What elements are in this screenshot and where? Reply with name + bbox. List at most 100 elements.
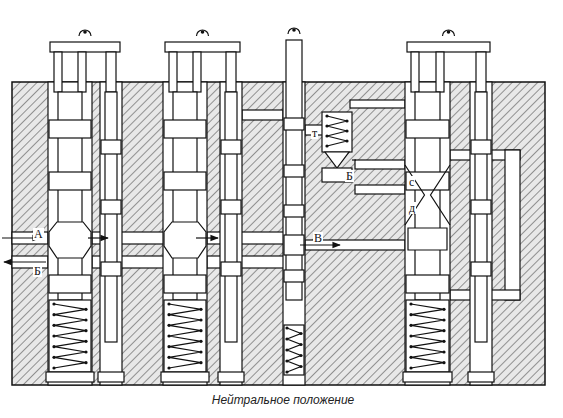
- plunger-rod: [225, 92, 237, 342]
- coil-dot: [167, 356, 170, 359]
- end-cap: [468, 372, 494, 382]
- coil-dot: [442, 361, 445, 364]
- coil-dot: [167, 324, 170, 327]
- spool-land: [406, 120, 449, 138]
- coil-dot: [167, 345, 170, 348]
- frame-post: [193, 52, 201, 92]
- coil-dot: [442, 340, 445, 343]
- spool-land: [284, 165, 304, 177]
- spool-bore: [405, 82, 450, 385]
- spool-bore: [163, 82, 207, 385]
- spool-collar: [164, 222, 206, 258]
- end-cap: [403, 372, 452, 382]
- end-cap: [98, 372, 124, 382]
- top-frame: [165, 42, 240, 52]
- plunger-land: [471, 262, 491, 276]
- top-frame: [407, 42, 490, 52]
- eye-pin: [447, 30, 451, 34]
- plunger-land: [221, 262, 241, 276]
- plunger-rod: [105, 92, 117, 342]
- coil-dot: [199, 340, 202, 343]
- frame-post: [54, 52, 62, 92]
- frame-post: [436, 52, 444, 92]
- channel: [207, 232, 285, 244]
- coil-dot: [199, 329, 202, 332]
- port-line: [352, 159, 356, 160]
- coil-dot: [325, 124, 328, 127]
- spool-land: [406, 275, 449, 293]
- end-cap: [46, 372, 94, 382]
- frame-post: [78, 52, 86, 92]
- plunger-rod: [475, 92, 487, 342]
- callout-letter: д: [408, 202, 416, 214]
- coil-dot: [299, 332, 302, 335]
- channel: [355, 185, 405, 194]
- coil-dot: [442, 350, 445, 353]
- eye-ring: [79, 30, 91, 36]
- coil-dot: [52, 324, 55, 327]
- coil-dot: [84, 329, 87, 332]
- coil-dot: [167, 366, 170, 369]
- coil-dot: [299, 365, 302, 368]
- callout-letter: с: [408, 176, 415, 188]
- spool-land: [406, 172, 449, 190]
- coil-dot: [442, 318, 445, 321]
- coil-dot: [84, 350, 87, 353]
- coil-dot: [409, 324, 412, 327]
- channel: [350, 100, 405, 108]
- side-bore: [220, 82, 242, 385]
- spring-cup: [406, 300, 449, 372]
- coil-dot: [285, 326, 288, 329]
- callout-letter: А: [33, 228, 44, 240]
- coil-dot: [52, 345, 55, 348]
- coil-dot: [409, 366, 412, 369]
- coil-dot: [299, 343, 302, 346]
- plunger-land: [101, 200, 121, 214]
- spring-cup: [284, 325, 304, 375]
- eye-pin: [292, 28, 296, 32]
- plunger-land: [101, 262, 121, 276]
- spool-land: [408, 228, 447, 250]
- spring-coil: [54, 304, 86, 368]
- valve-housing: [12, 82, 545, 385]
- eye-pin: [83, 30, 87, 34]
- coil-dot: [345, 119, 348, 122]
- spool-bore: [48, 82, 92, 385]
- eye-ring: [443, 30, 455, 36]
- flow-arrow: [88, 237, 108, 238]
- plunger-land: [471, 140, 491, 154]
- spool-collar: [49, 222, 91, 258]
- side-bore: [470, 82, 492, 385]
- coil-dot: [345, 139, 348, 142]
- spring-coil: [169, 304, 201, 368]
- spool-land: [49, 120, 91, 138]
- frame-post: [169, 52, 177, 92]
- coil-dot: [409, 302, 412, 305]
- callout-letter: т: [311, 127, 318, 139]
- coil-dot: [285, 370, 288, 373]
- spool-land: [49, 172, 91, 190]
- spool-land: [284, 118, 304, 130]
- coil-dot: [52, 366, 55, 369]
- eye-pin: [201, 30, 205, 34]
- coil-dot: [325, 144, 328, 147]
- coil-dot: [52, 356, 55, 359]
- coil-dot: [52, 334, 55, 337]
- spool-land: [284, 270, 304, 282]
- coil-dot: [84, 308, 87, 311]
- side-bore: [100, 82, 122, 385]
- coil-dot: [84, 318, 87, 321]
- spool-land: [49, 275, 91, 293]
- plunger-land: [221, 140, 241, 154]
- channel: [207, 256, 285, 268]
- end-cap: [218, 372, 244, 382]
- return-channel: [505, 150, 520, 300]
- coil-dot: [199, 350, 202, 353]
- coil-dot: [52, 313, 55, 316]
- coil-dot: [325, 134, 328, 137]
- flow-arrow: [300, 244, 340, 245]
- channel: [242, 110, 283, 120]
- coil-dot: [409, 334, 412, 337]
